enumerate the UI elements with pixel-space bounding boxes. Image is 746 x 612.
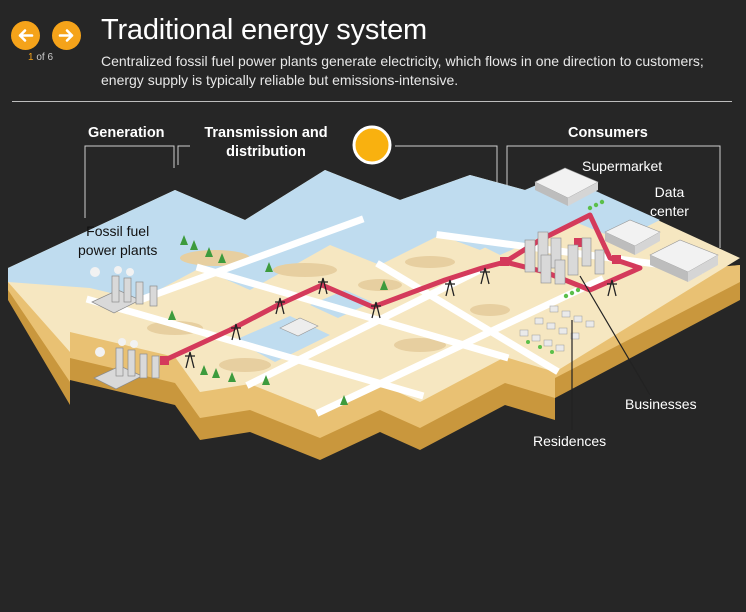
power-plant-cluster <box>90 266 160 390</box>
trees <box>168 235 388 405</box>
page-current: 1 <box>28 52 34 63</box>
section-transmission-line2: distribution <box>226 144 306 160</box>
sun-icon <box>352 125 392 165</box>
next-button[interactable] <box>52 21 81 50</box>
arrow-left-icon <box>18 29 34 42</box>
data-center-building <box>604 219 719 282</box>
page-total: of 6 <box>33 52 54 63</box>
header-divider <box>12 101 732 102</box>
callout-leaders <box>571 275 651 430</box>
section-generation: Generation <box>88 125 165 141</box>
callout-data-line1: Data <box>654 184 685 200</box>
section-consumers: Consumers <box>568 125 648 141</box>
callout-fossil-line1: Fossil fuel <box>86 223 150 239</box>
callout-residences: Residences <box>533 433 607 449</box>
callout-fossil-plants: Fossil fuel power plants <box>78 222 157 260</box>
page-title: Traditional energy system <box>101 14 427 46</box>
dam <box>279 317 319 337</box>
business-buildings <box>524 231 605 285</box>
arrow-right-icon <box>58 29 74 42</box>
callout-businesses: Businesses <box>625 396 697 412</box>
transmission-towers <box>185 267 617 369</box>
callout-data-line2: center <box>650 203 689 219</box>
callout-fossil-line2: power plants <box>78 242 158 258</box>
section-transmission: Transmission and distribution <box>200 124 332 162</box>
section-transmission-line1: Transmission and <box>204 125 328 141</box>
callout-data-center: Data center <box>650 183 689 221</box>
previous-button[interactable] <box>11 21 40 50</box>
supermarket-building <box>534 167 599 206</box>
residential-houses <box>519 305 595 352</box>
page-subtitle: Centralized fossil fuel power plants gen… <box>101 53 704 88</box>
hedges <box>526 199 605 354</box>
substations <box>160 238 621 365</box>
callout-supermarket: Supermarket <box>582 158 663 174</box>
section-brackets <box>84 145 721 248</box>
page-indicator: 1 of 6 <box>28 52 53 63</box>
